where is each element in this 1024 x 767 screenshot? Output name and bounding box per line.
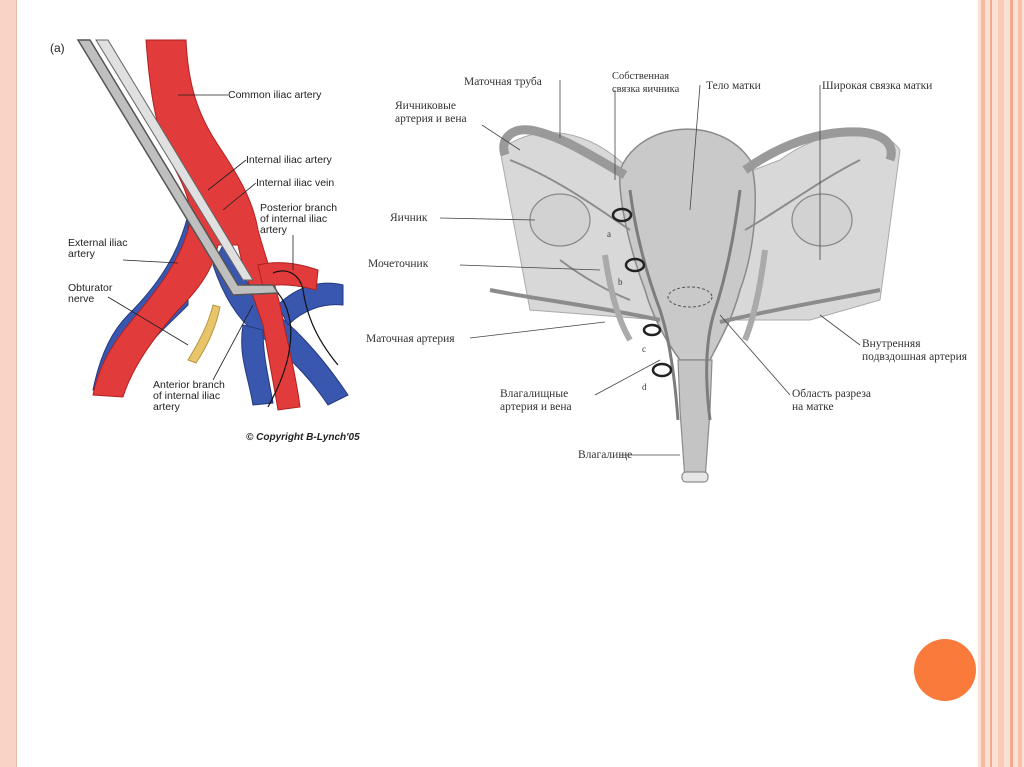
copyright-text: © Copyright B-Lynch'05 xyxy=(246,432,360,443)
label-vagina: Влагалище xyxy=(578,449,633,461)
label-own-ligament: Собственная связка яичника xyxy=(612,71,680,95)
label-posterior-branch: Posterior branch of internal iliac arter… xyxy=(260,202,338,236)
label-common-iliac-artery: Common iliac artery xyxy=(228,89,322,101)
label-ureter: Мочеточник xyxy=(368,258,429,270)
label-incision-area: Область разреза на матке xyxy=(792,388,872,413)
marker-b: b xyxy=(618,277,623,287)
label-vaginal-vessels: Влагалищные артерия и вена xyxy=(500,388,572,413)
marker-d: d xyxy=(642,382,647,392)
label-uterine-artery: Маточная артерия xyxy=(366,333,455,345)
label-external-iliac-artery: External iliac artery xyxy=(68,237,128,260)
label-uterus-body: Тело матки xyxy=(706,80,761,92)
iliac-vessels-drawing xyxy=(76,39,349,411)
figure-a-iliac-vessels: (a) Common iliac artery Internal iliac a… xyxy=(38,35,368,455)
figure-b-uterus-blood-supply: a b c d Маточная труба Собственная связк… xyxy=(360,60,985,490)
marker-a: a xyxy=(607,229,611,239)
panel-label-a: (a) xyxy=(50,41,65,55)
label-ovarian-vessels: Яичниковые артерия и вена xyxy=(395,100,467,125)
marker-c: c xyxy=(642,344,646,354)
uterus-drawing: a b c d xyxy=(439,80,901,483)
label-broad-ligament: Широкая связка матки xyxy=(822,80,933,92)
label-obturator-nerve: Obturator nerve xyxy=(68,282,113,305)
label-internal-iliac-artery: Internal iliac artery xyxy=(246,154,332,166)
label-internal-iliac-artery-ru: Внутренняя подвздошная артерия xyxy=(862,338,968,363)
label-anterior-branch: Anterior branch of internal iliac artery xyxy=(153,379,225,413)
right-frame-bar xyxy=(978,0,1024,767)
label-ovary: Яичник xyxy=(390,212,428,224)
left-frame-bar xyxy=(0,0,17,767)
accent-circle xyxy=(914,639,976,701)
label-internal-iliac-vein: Internal iliac vein xyxy=(256,177,335,189)
label-fallopian-tube: Маточная труба xyxy=(464,76,542,88)
